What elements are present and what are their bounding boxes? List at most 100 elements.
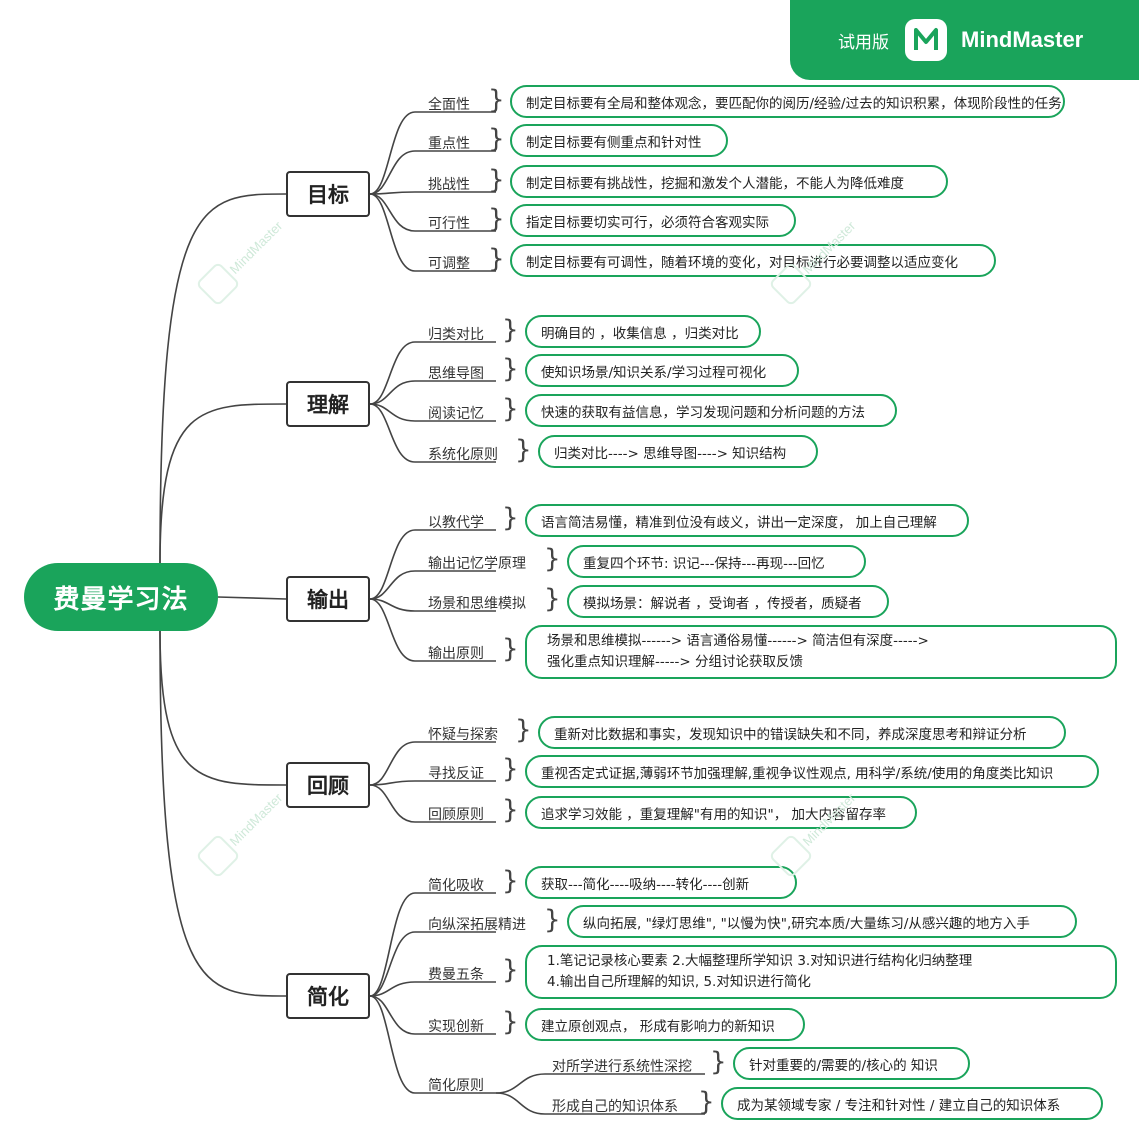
sub-topic[interactable]: 寻找反证 xyxy=(428,766,484,782)
detail-box[interactable]: 制定目标要有全局和整体观念，要匹配你的阅历/经验/过去的知识积累，体现阶段性的任… xyxy=(510,85,1065,118)
sub-topic[interactable]: 重点性 xyxy=(428,136,470,152)
sub-topic[interactable]: 怀疑与探索 xyxy=(428,727,498,743)
sub-topic[interactable]: 以教代学 xyxy=(428,515,484,531)
detail-text: 重复四个环节: 识记---保持---再现---回忆 xyxy=(583,555,825,572)
detail-box[interactable]: 明确目的 ，收集信息 ，归类对比 xyxy=(525,315,761,348)
brace-icon: } xyxy=(502,955,519,985)
detail-box[interactable]: 1.笔记记录核心要素 2.大幅整理所学知识 3.对知识进行结构化归纳整理 4.输… xyxy=(525,945,1117,999)
watermark: MindMaster xyxy=(226,790,286,849)
brace-icon: } xyxy=(488,244,505,274)
detail-text: 场景和思维模拟------> 语言通俗易懂------> 简洁但有深度-----… xyxy=(547,633,929,649)
brace-icon: } xyxy=(502,795,519,825)
brace-icon: } xyxy=(502,754,519,784)
sub-topic[interactable]: 场景和思维模拟 xyxy=(428,596,526,612)
sub-topic[interactable]: 可行性 xyxy=(428,216,470,232)
detail-box[interactable]: 制定目标要有可调性，随着环境的变化，对目标进行必要调整以适应变化 xyxy=(510,244,996,277)
brace-icon: } xyxy=(544,905,561,935)
detail-text: 1.笔记记录核心要素 2.大幅整理所学知识 3.对知识进行结构化归纳整理 xyxy=(547,953,973,969)
detail-text: 模拟场景：解说者 ，受询者 ，传授者，质疑者 xyxy=(583,595,862,612)
brace-icon: } xyxy=(515,435,532,465)
sub-connector xyxy=(495,1073,705,1094)
root-connector xyxy=(159,403,287,564)
detail-box[interactable]: 获取---简化----吸纳----转化----创新 xyxy=(525,866,797,899)
detail-box[interactable]: 重复四个环节: 识记---保持---再现---回忆 xyxy=(567,545,866,578)
brace-icon: } xyxy=(502,315,519,345)
detail-text: 制定目标要有侧重点和针对性 xyxy=(526,134,702,151)
detail-text: 重视否定式证据,薄弱环节加强理解,重视争议性观点, 用科学/系统/使用的角度类比… xyxy=(541,765,1054,782)
sub-topic[interactable]: 思维导图 xyxy=(428,366,484,382)
sub-topic[interactable]: 全面性 xyxy=(428,97,470,113)
detail-box[interactable]: 使知识场景/知识关系/学习过程可视化 xyxy=(525,354,799,387)
detail-text: 归类对比----> 思维导图----> 知识结构 xyxy=(554,445,787,462)
detail-box[interactable]: 制定目标要有侧重点和针对性 xyxy=(510,124,728,157)
trial-banner[interactable]: 试用版 MindMaster xyxy=(790,0,1139,80)
detail-box[interactable]: 纵向拓展, "绿灯思维", "以慢为快",研究本质/大量练习/从感兴趣的地方入手 xyxy=(567,905,1077,938)
sub-topic[interactable]: 归类对比 xyxy=(428,327,484,343)
root-topic[interactable]: 费曼学习法 xyxy=(24,563,218,631)
brace-icon: } xyxy=(502,394,519,424)
detail-text: 追求学习效能 ，重复理解"有用的知识"， 加大内容留存率 xyxy=(541,806,887,823)
detail-box[interactable]: 重新对比数据和事实，发现知识中的错误缺失和不同，养成深度思考和辩证分析 xyxy=(538,716,1066,749)
sub-topic[interactable]: 挑战性 xyxy=(428,177,470,193)
sub-topic[interactable]: 回顾原则 xyxy=(428,807,484,823)
branch-simplify[interactable]: 简化 xyxy=(286,973,370,1019)
sub-topic[interactable]: 阅读记忆 xyxy=(428,406,484,422)
brace-icon: } xyxy=(544,544,561,574)
detail-box[interactable]: 追求学习效能 ，重复理解"有用的知识"， 加大内容留存率 xyxy=(525,796,917,829)
trial-label: 试用版 xyxy=(838,32,889,53)
sub-topic[interactable]: 费曼五条 xyxy=(428,967,484,983)
brand-name: MindMaster xyxy=(961,27,1084,52)
brace-icon: } xyxy=(502,866,519,896)
branch-review[interactable]: 回顾 xyxy=(286,762,370,808)
root-connector xyxy=(159,193,287,564)
detail-box[interactable]: 语言简洁易懂，精准到位没有歧义，讲出一定深度， 加上自己理解 xyxy=(525,504,969,537)
sub-topic[interactable]: 简化原则 xyxy=(428,1078,484,1094)
branch-understand[interactable]: 理解 xyxy=(286,381,370,427)
detail-text: 制定目标要有挑战性，挖掘和激发个人潜能，不能人为降低难度 xyxy=(526,175,904,192)
detail-box[interactable]: 模拟场景：解说者 ，受询者 ，传授者，质疑者 xyxy=(567,585,889,618)
sub-topic[interactable]: 实现创新 xyxy=(428,1019,484,1035)
brace-icon: } xyxy=(698,1087,715,1117)
sub-topic[interactable]: 向纵深拓展精进 xyxy=(428,917,526,933)
branch-connector xyxy=(369,380,496,405)
sub-sub-topic[interactable]: 形成自己的知识体系 xyxy=(552,1099,678,1115)
branch-connector xyxy=(369,981,496,997)
mindmaster-logo-icon xyxy=(905,19,947,61)
brace-icon: } xyxy=(502,354,519,384)
detail-box[interactable]: 建立原创观点， 形成有影响力的新知识 xyxy=(525,1008,805,1041)
root-connector xyxy=(217,596,287,600)
brace-icon: } xyxy=(502,1007,519,1037)
detail-text: 纵向拓展, "绿灯思维", "以慢为快",研究本质/大量练习/从感兴趣的地方入手 xyxy=(583,915,1030,932)
detail-box[interactable]: 成为某领域专家 / 专注和针对性 / 建立自己的知识体系 xyxy=(721,1087,1103,1120)
detail-box[interactable]: 指定目标要切实可行，必须符合客观实际 xyxy=(510,204,796,237)
detail-text: 指定目标要切实可行，必须符合客观实际 xyxy=(526,214,769,231)
sub-topic[interactable]: 系统化原则 xyxy=(428,447,498,463)
detail-box[interactable]: 针对重要的/需要的/核心的 知识 xyxy=(733,1047,970,1080)
detail-box[interactable]: 场景和思维模拟------> 语言通俗易懂------> 简洁但有深度-----… xyxy=(525,625,1117,679)
watermark: MindMaster xyxy=(226,218,286,277)
detail-box[interactable]: 快速的获取有益信息，学习发现问题和分析问题的方法 xyxy=(525,394,897,427)
branch-output[interactable]: 输出 xyxy=(286,576,370,622)
brace-icon: } xyxy=(488,204,505,234)
detail-text: 建立原创观点， 形成有影响力的新知识 xyxy=(541,1018,775,1035)
detail-text: 语言简洁易懂，精准到位没有歧义，讲出一定深度， 加上自己理解 xyxy=(541,514,937,531)
detail-box[interactable]: 重视否定式证据,薄弱环节加强理解,重视争议性观点, 用科学/系统/使用的角度类比… xyxy=(525,755,1099,788)
detail-box[interactable]: 归类对比----> 思维导图----> 知识结构 xyxy=(538,435,818,468)
sub-topic[interactable]: 可调整 xyxy=(428,256,470,272)
detail-box[interactable]: 制定目标要有挑战性，挖掘和激发个人潜能，不能人为降低难度 xyxy=(510,165,948,198)
detail-text: 重新对比数据和事实，发现知识中的错误缺失和不同，养成深度思考和辩证分析 xyxy=(554,726,1027,743)
branch-goal[interactable]: 目标 xyxy=(286,171,370,217)
brace-icon: } xyxy=(710,1047,727,1077)
detail-text: 成为某领域专家 / 专注和针对性 / 建立自己的知识体系 xyxy=(737,1097,1061,1114)
brace-icon: } xyxy=(544,584,561,614)
brace-icon: } xyxy=(488,85,505,115)
brace-icon: } xyxy=(502,634,519,664)
sub-topic[interactable]: 输出原则 xyxy=(428,646,484,662)
detail-text: 制定目标要有全局和整体观念，要匹配你的阅历/经验/过去的知识积累，体现阶段性的任… xyxy=(526,95,1062,112)
detail-text: 使知识场景/知识关系/学习过程可视化 xyxy=(541,364,767,381)
sub-topic[interactable]: 简化吸收 xyxy=(428,878,484,894)
sub-topic[interactable]: 输出记忆学原理 xyxy=(428,556,526,572)
root-connector xyxy=(159,630,287,786)
sub-sub-topic[interactable]: 对所学进行系统性深挖 xyxy=(552,1059,692,1075)
brace-icon: } xyxy=(488,165,505,195)
